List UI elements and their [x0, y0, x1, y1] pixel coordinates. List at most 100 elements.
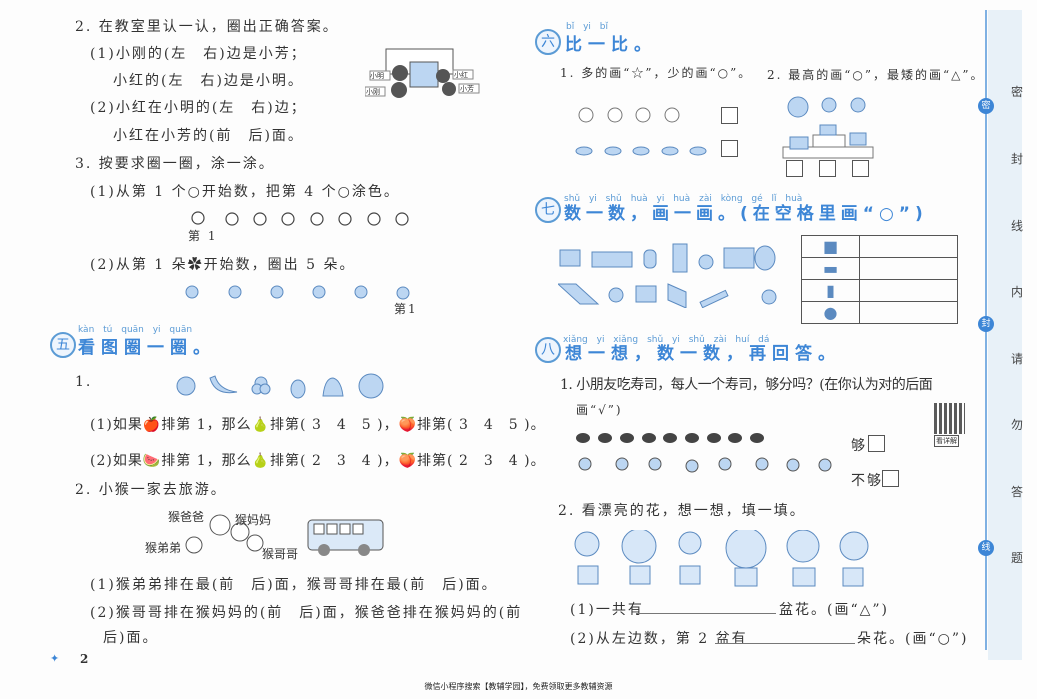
star-decoration-icon: ✦ [50, 652, 60, 665]
watermelon-icon [358, 373, 384, 399]
total-pots-blank[interactable] [636, 613, 776, 614]
sec8-q2-part2: (2)从左边数，第 2 盆有 [570, 631, 748, 647]
sec6-pinyin: bǐ yi bǐ [566, 22, 608, 32]
sec7-pinyin: shǔ yi shǔ huà yi huà zài kòng gé lǐ huà [564, 194, 803, 204]
cuboid-answer-cell[interactable] [859, 257, 958, 280]
seal-strip [988, 10, 1022, 660]
cylinder-icon [699, 289, 729, 308]
enough-checkbox[interactable] [868, 435, 885, 452]
seal-dot: 线 [978, 540, 994, 556]
seal-char: 请 [1011, 352, 1024, 366]
pear-icon [290, 379, 306, 399]
rabbits-answer-box[interactable] [721, 107, 738, 124]
pot1-answer-box[interactable] [786, 160, 803, 177]
sec5-title: 看图圈一圈。 [78, 338, 216, 358]
circle-8 [395, 212, 409, 226]
sec8-number: 八 [535, 337, 561, 363]
peach-icon [322, 377, 344, 397]
q3-part1: (1)从第 1 个○开始数，把第 4 个○涂色。 [90, 184, 400, 200]
monkey-family-illustration [185, 514, 264, 554]
sec7-number: 七 [535, 197, 561, 223]
sec8-q2-part1: (1)一共有 [570, 602, 644, 618]
not-enough-checkbox[interactable] [882, 470, 899, 487]
table-row: ▮ [801, 279, 958, 302]
q3-title: 3. 按要求圈一圈，涂一涂。 [75, 156, 275, 172]
sec5-q2-part2: (2)猴哥哥排在猴妈妈的(前 后)面，猴爸爸排在猴妈妈的(前 [90, 605, 523, 621]
sphere-icon [698, 254, 714, 270]
sec8-pinyin: xiǎng yi xiǎng shǔ yi shǔ zài huí dá [563, 335, 770, 345]
cuboid-icon [558, 283, 600, 305]
sec5-q1-part1: (1)如果🍎排第 1，那么🍐排第( 3 4 5 )，🍑排第( 3 4 5 )。 [90, 417, 546, 433]
sec8-title: 想一想，数一数，再回答。 [565, 344, 841, 364]
not-enough-label: 不够 [851, 473, 883, 489]
q2-part1b: 小红的(左 右)边是小明。 [113, 73, 304, 89]
first-label-circles: 第 1 [188, 229, 218, 243]
sec5-q2-part2-end: 后)面。 [103, 630, 159, 646]
circle-1 [191, 211, 205, 225]
sec8-q2-part1-end: 盆花。(画“△”) [779, 602, 890, 618]
sec8-q1: 1. 小朋友吃寿司，每人一个寿司，够分吗？(在你认为对的后面 [560, 377, 933, 393]
first-label-flowers: 第1 [394, 302, 418, 316]
footer-watermark: 微信小程序搜索【教辅学园】，免费领取更多教辅资源 [424, 682, 613, 691]
sec6-q2: 2. 最高的画“○”，最矮的画“△”。 [767, 68, 985, 82]
fruits-row [176, 373, 384, 399]
label-xiaohong: 小红 [454, 71, 468, 79]
sec5-q1: 1. [75, 374, 93, 390]
q3-part2: (2)从第 1 朵✿开始数，圈出 5 朵。 [90, 257, 356, 273]
circle-6 [338, 212, 352, 226]
label-monkey-dad: 猴爸爸 [168, 510, 205, 524]
cuboid-icon [672, 243, 688, 273]
cube-icon [559, 249, 581, 267]
q2-part2b: 小红在小芳的(前 后)面。 [113, 128, 304, 144]
seal-char: 密 [1011, 85, 1024, 99]
cube-icon [635, 285, 657, 303]
seal-char: 线 [1011, 219, 1024, 233]
sec5-pinyin: kàn tú quān yi quān [78, 325, 193, 335]
sec8-q2: 2. 看漂亮的花，想一想，填一填。 [558, 503, 806, 519]
label-xiaogang: 小刚 [366, 88, 380, 96]
shape-count-table: ■ ▬ ▮ ● [801, 235, 958, 324]
cube-answer-cell[interactable] [859, 235, 958, 258]
table-row: ■ [801, 235, 958, 258]
sec5-q2: 2. 小猴一家去旅游。 [75, 482, 227, 498]
seal-char: 勿 [1011, 418, 1024, 432]
cylinder-answer-cell[interactable] [859, 279, 958, 302]
sec6-number: 六 [535, 29, 561, 55]
rabbits-carrots-illustration [575, 107, 707, 156]
pot2-answer-box[interactable] [819, 160, 836, 177]
sphere-answer-cell[interactable] [859, 301, 958, 324]
sphere-icon [761, 289, 777, 305]
apple-icon [176, 376, 196, 396]
label-monkey-younger: 猴弟弟 [145, 541, 182, 555]
label-monkey-elder: 猴哥哥 [262, 547, 299, 561]
cuboid-icon [591, 251, 633, 268]
cuboid-icon [723, 247, 755, 269]
sec8-q1-cont: 画“√”) [576, 403, 623, 417]
cube-icon: ■ [801, 235, 860, 258]
seal-char: 封 [1011, 152, 1024, 166]
pot3-answer-box[interactable] [852, 160, 869, 177]
solid-shapes-illustration [558, 243, 777, 308]
sec8-q2-part2-end: 朵花。(画“○”) [857, 631, 969, 647]
banana-icon [209, 375, 238, 394]
sphere-icon: ● [801, 301, 860, 324]
qr-label: 看详解 [934, 435, 959, 447]
qr-code-icon[interactable] [934, 403, 965, 434]
second-pot-blank[interactable] [715, 643, 855, 644]
enough-label: 够 [851, 438, 867, 454]
cuboid-icon: ▬ [801, 257, 860, 280]
seal-dot: 密 [978, 98, 994, 114]
bus-icon [307, 519, 384, 556]
cylinder-icon [643, 249, 657, 269]
circle-3 [253, 212, 267, 226]
table-row: ● [801, 301, 958, 324]
sec5-number: 五 [50, 332, 76, 358]
label-xiaofang: 小芳 [460, 85, 474, 93]
page-number: 2 [80, 652, 91, 666]
sec5-q2-part1: (1)猴弟弟排在最(前 后)面，猴哥哥排在最(前 后)面。 [90, 577, 498, 593]
carrots-answer-box[interactable] [721, 140, 738, 157]
q2-part1: (1)小刚的(左 右)边是小芳； [90, 46, 307, 62]
sec7-title: 数一数，画一画。(在空格里画“○”) [564, 204, 928, 224]
circles-row [191, 211, 409, 226]
